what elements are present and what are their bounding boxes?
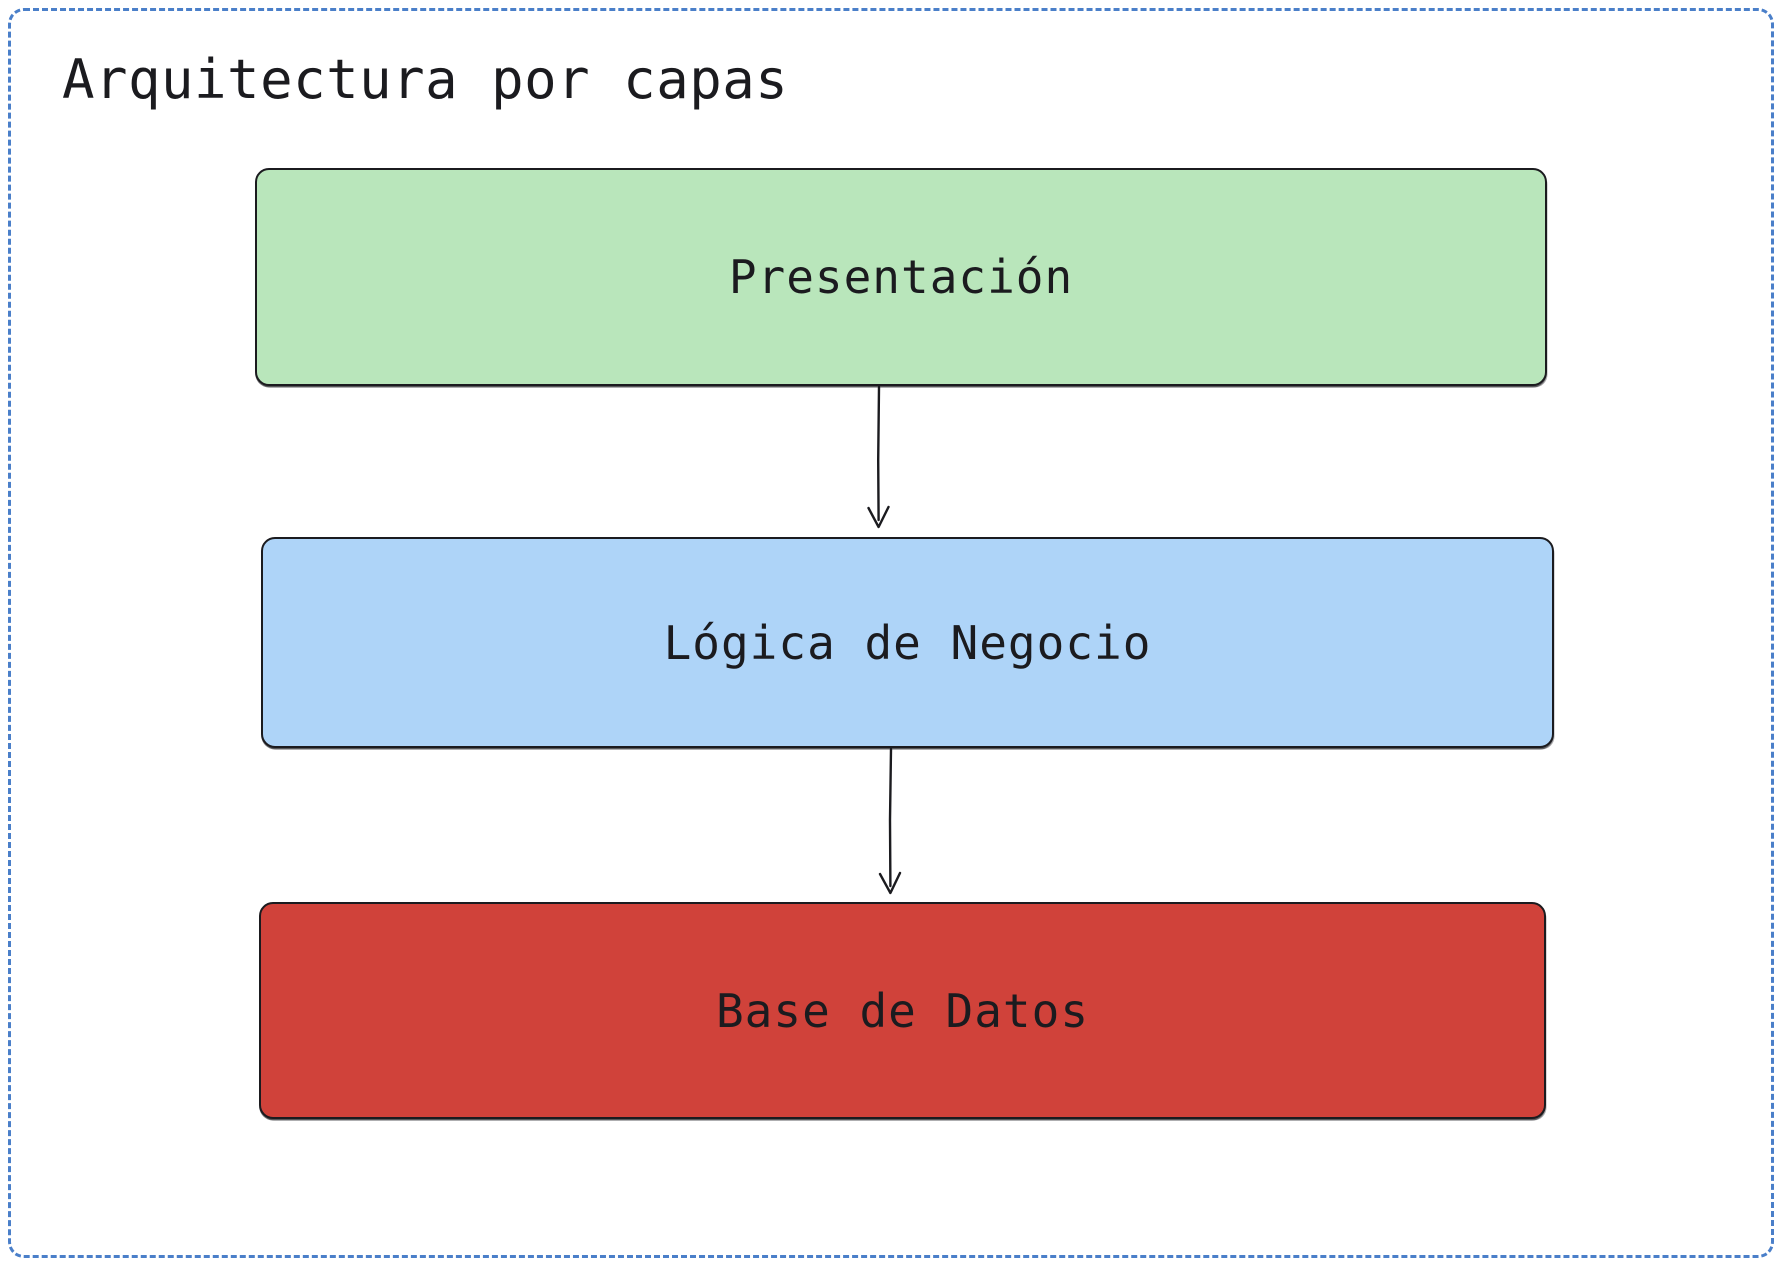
node-base-de-datos-label: Base de Datos (715, 983, 1090, 1038)
node-base-de-datos[interactable]: Base de Datos (259, 902, 1546, 1119)
node-presentacion[interactable]: Presentación (255, 168, 1547, 386)
edge-logica-datos (878, 747, 902, 895)
edge-presentacion-logica (867, 385, 890, 529)
node-logica-de-negocio[interactable]: Lógica de Negocio (261, 537, 1554, 748)
node-logica-de-negocio-label: Lógica de Negocio (663, 615, 1152, 670)
diagram-title: Arquitectura por capas (62, 48, 789, 111)
node-presentacion-label: Presentación (728, 250, 1074, 304)
